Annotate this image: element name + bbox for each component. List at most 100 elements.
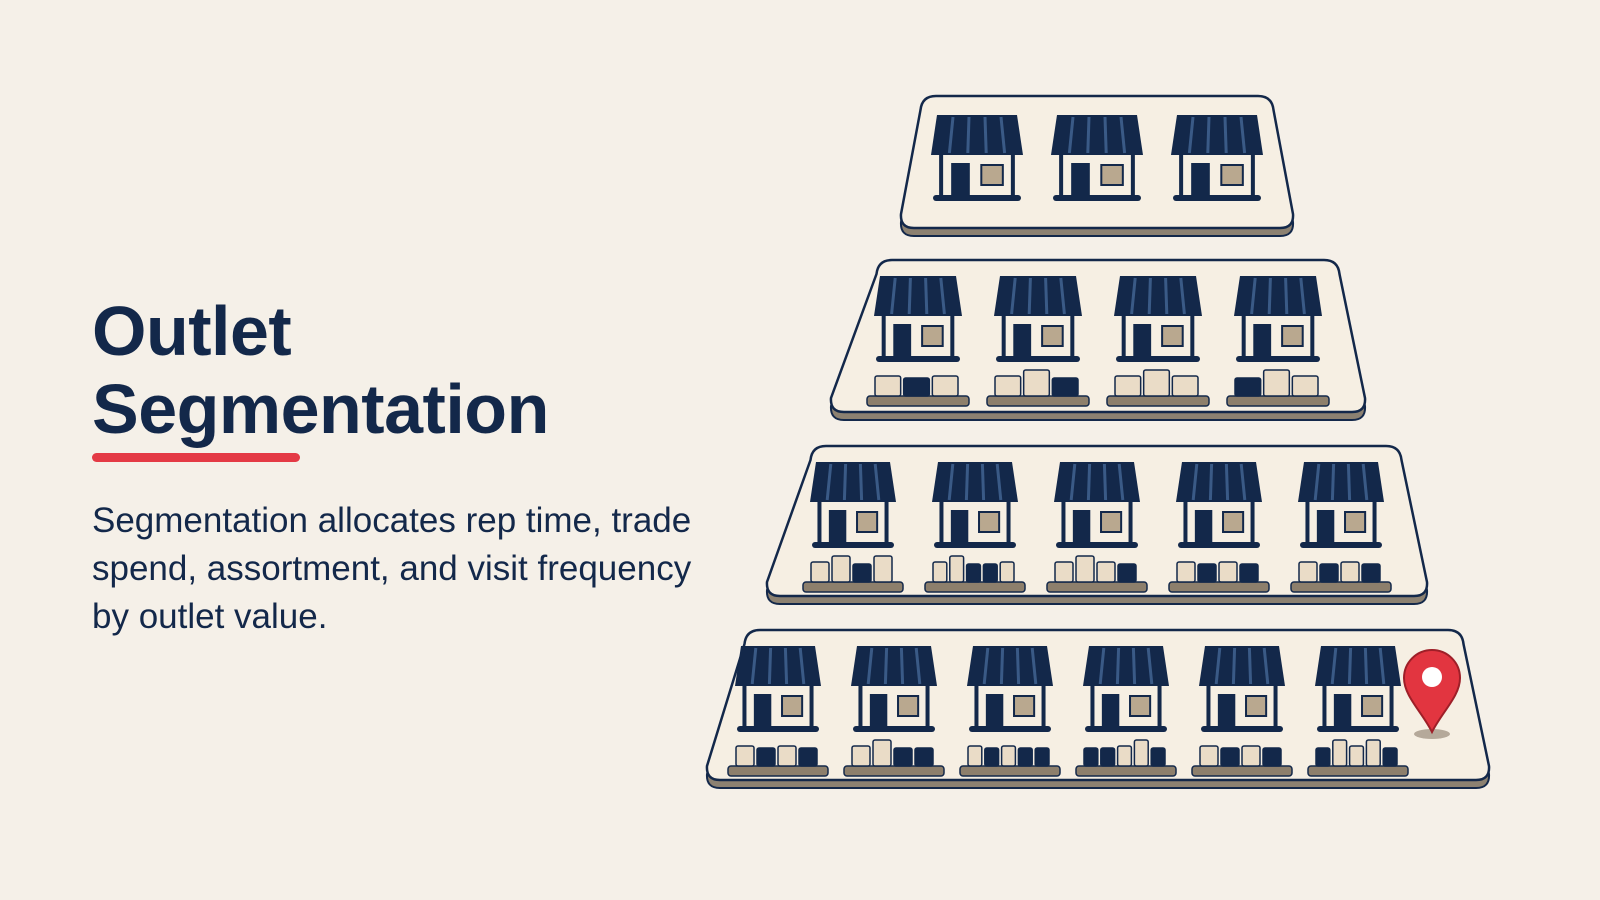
product-box [1298,561,1318,583]
store-base [1178,542,1260,548]
store-icon [1298,462,1384,548]
awning-stripe [858,463,864,501]
product-box [1291,375,1319,397]
store-door [1072,510,1091,544]
shelf-board [1046,581,1148,593]
product-box [932,561,948,583]
product-box [1142,369,1171,397]
awning-stripe [999,116,1007,154]
product-box [1234,377,1262,397]
awning-stripe [798,647,806,685]
awning-stripe [1131,647,1137,685]
store-door [893,324,912,358]
product-box [1054,561,1074,583]
product-box [982,563,998,583]
awning-stripe [1030,647,1038,685]
store-base [1317,726,1399,732]
pyramid-tier-3 [765,444,1429,605]
product-box [874,375,902,397]
awning-stripe [1214,647,1222,685]
awning-stripe [1330,647,1338,685]
title-line-1: Outlet [92,292,292,370]
awning-stripe [1147,277,1152,315]
awning-stripe [1164,277,1169,315]
product-box [798,747,818,767]
product-box [1199,745,1219,767]
awning-stripe [980,463,986,501]
awning-stripe [1239,463,1247,501]
store-door [828,510,847,544]
store-door [951,163,970,197]
product-box [1114,375,1142,397]
awning-stripe [842,463,848,501]
product-box [1051,377,1079,397]
awning-stripe [1223,116,1228,154]
product-box [914,747,934,767]
store-awning [1114,276,1202,316]
store-icon [735,646,821,732]
product-box [810,561,830,583]
product-shelf [866,375,970,407]
product-shelf [1075,739,1177,777]
slide-title: Outlet Segmentation [92,292,712,448]
product-box [1096,561,1116,583]
awning-stripe [1284,277,1289,315]
product-box [852,563,872,583]
product-box [735,745,755,767]
product-box [1315,747,1331,767]
store-window [1100,164,1124,186]
shelf-board [924,581,1026,593]
store-base [1236,356,1320,362]
shelf-board [959,765,1061,777]
awning-stripe [873,463,881,501]
awning-stripe [983,116,988,154]
store-awning [1315,646,1401,686]
store-base [1201,726,1283,732]
pyramid-tier-1 [899,94,1295,237]
store-door [1071,163,1090,197]
store-awning [967,646,1053,686]
store-awning [932,462,1018,502]
awning-stripe [1313,463,1321,501]
product-box [1262,369,1291,397]
awning-stripe [999,647,1005,685]
product-box [1100,747,1116,767]
shelf-board [1075,765,1177,777]
product-box [1218,561,1238,583]
store-window [1222,511,1245,533]
store-window [781,695,804,717]
product-shelf [1191,745,1293,777]
store-base [1116,356,1200,362]
store-door [1253,324,1272,358]
store-icon [1315,646,1401,732]
product-box [1022,369,1051,397]
store-door [1217,694,1236,728]
store-base [934,542,1016,548]
store-base [853,726,935,732]
product-shelf [1046,555,1148,593]
store-door [1191,163,1210,197]
product-box [965,563,982,583]
store-awning [810,462,896,502]
store-icon [1114,276,1202,362]
shelf-board [1226,395,1330,407]
product-box [1075,555,1095,583]
awning-stripe [825,463,833,501]
awning-stripe [899,647,905,685]
product-box [902,377,931,397]
awning-stripe [982,647,990,685]
product-box [756,747,776,767]
awning-stripe [1347,647,1353,685]
store-awning [1298,462,1384,502]
store-base [969,726,1051,732]
store-base [1053,195,1141,201]
product-shelf [727,745,829,777]
shelf-board [1106,395,1210,407]
awning-stripe [1208,463,1214,501]
store-window [1161,325,1184,347]
store-base [996,356,1080,362]
awning-stripe [1361,463,1369,501]
awning-stripe [1119,116,1127,154]
product-shelf [1307,739,1409,777]
product-box [931,375,959,397]
